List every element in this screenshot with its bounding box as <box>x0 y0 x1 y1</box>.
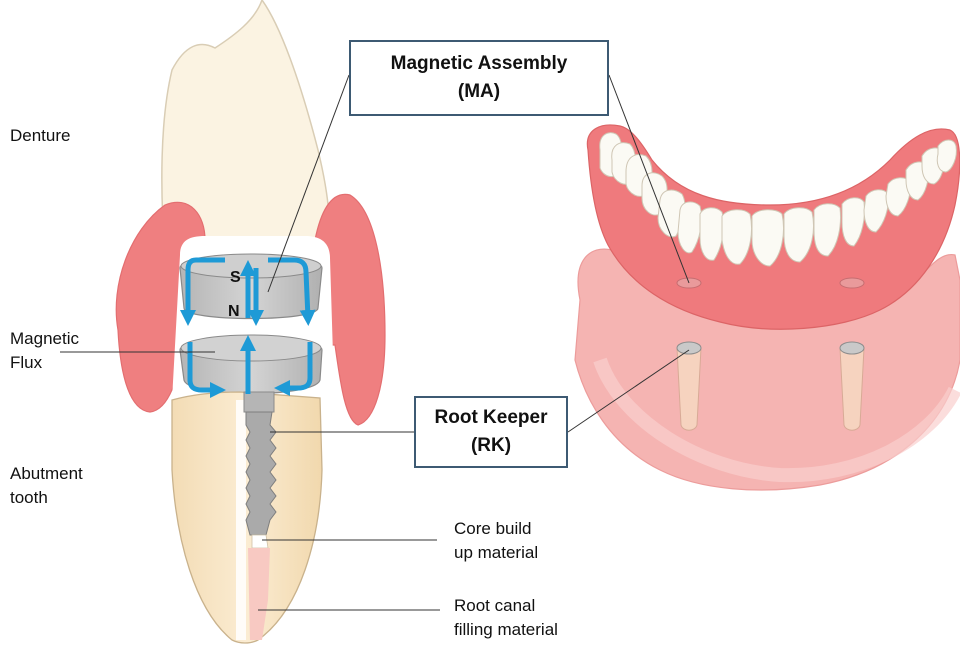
label-magnetic-flux-line1: Magnetic <box>10 327 79 351</box>
label-abutment-tooth: Abutment tooth <box>10 462 83 510</box>
label-magnetic-flux: Magnetic Flux <box>10 327 79 375</box>
label-root-canal-filling: Root canal filling material <box>454 594 558 642</box>
label-abutment-tooth-line2: tooth <box>10 486 83 510</box>
root-keeper-abbr: (RK) <box>416 432 566 460</box>
label-root-canal-filling-line2: filling material <box>454 618 558 642</box>
label-core-build-up: Core build up material <box>454 517 538 565</box>
label-root-canal-filling-line1: Root canal <box>454 594 558 618</box>
implant-post-right <box>840 342 864 430</box>
pole-north-label: N <box>228 303 240 320</box>
ma-recess-right <box>840 278 864 288</box>
magnetic-assembly-title: Magnetic Assembly <box>351 50 607 78</box>
pole-south-label: S <box>230 269 241 286</box>
label-denture: Denture <box>10 124 70 148</box>
label-abutment-tooth-line1: Abutment <box>10 462 83 486</box>
root-keeper-box: Root Keeper (RK) <box>414 396 568 468</box>
magnetic-assembly-box: Magnetic Assembly (MA) <box>349 40 609 116</box>
root-keeper-title: Root Keeper <box>416 404 566 432</box>
label-magnetic-flux-line2: Flux <box>10 351 79 375</box>
overdenture-illustration <box>575 125 960 490</box>
label-core-build-up-line2: up material <box>454 541 538 565</box>
label-core-build-up-line1: Core build <box>454 517 538 541</box>
tooth-cross-section: S N <box>116 0 385 643</box>
magnetic-assembly-abbr: (MA) <box>351 78 607 106</box>
